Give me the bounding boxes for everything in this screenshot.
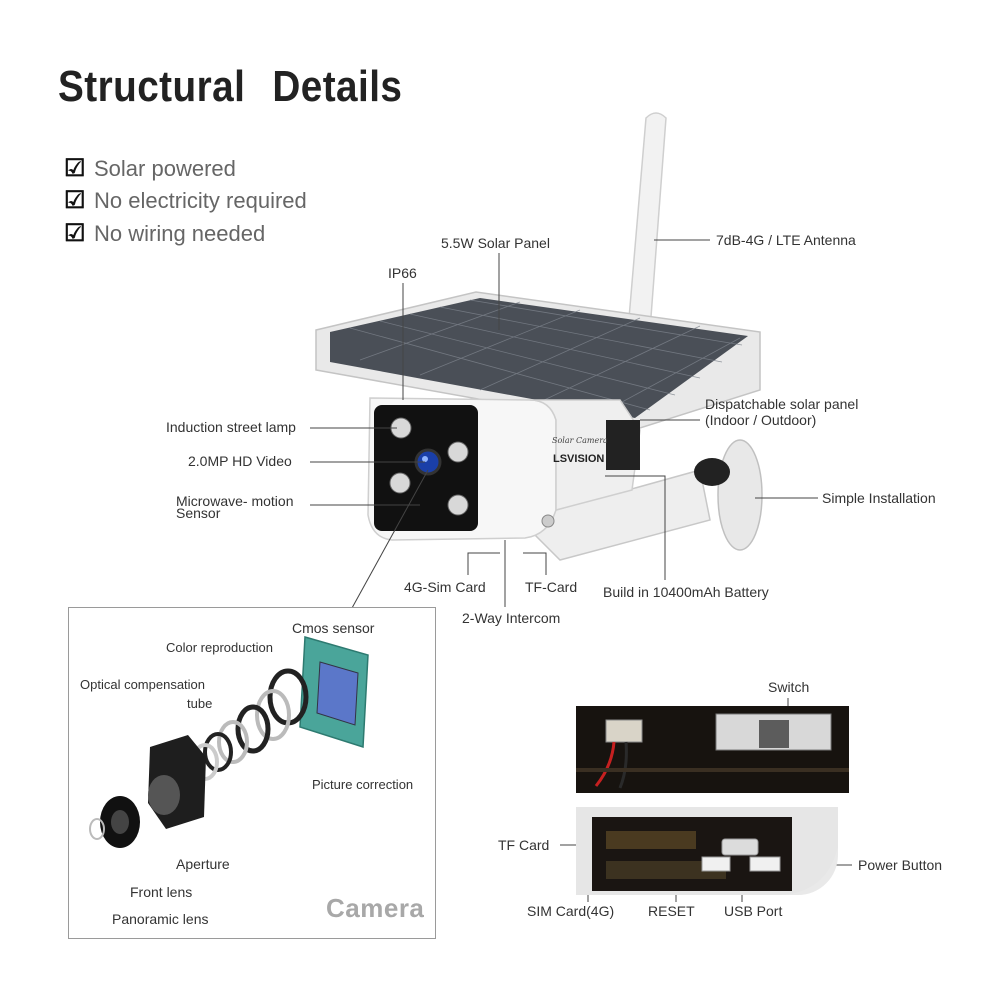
bracket-knob (694, 458, 730, 486)
label-sim-card: 4G-Sim Card (404, 579, 486, 595)
label-color-reproduction: Color reproduction (166, 640, 273, 655)
ports-board-drawing (576, 807, 838, 895)
usb-port-shape (721, 838, 759, 856)
aperture-hole (111, 810, 129, 834)
label-intercom: 2-Way Intercom (462, 610, 561, 626)
lens-ring (235, 704, 271, 754)
label-panoramic-lens: Panoramic lens (112, 911, 209, 927)
label-usb-port: USB Port (724, 903, 783, 919)
label-sim-card-slot: SIM Card(4G) (527, 903, 615, 919)
page-title: Structural Details (58, 62, 403, 111)
connector-shape (605, 719, 643, 743)
camera-module-panel (68, 607, 436, 939)
feature-item: ☑No wiring needed (64, 220, 266, 247)
camera-side-cap (606, 420, 640, 470)
lens-ring (255, 689, 291, 741)
lens-holder-hole (148, 775, 180, 815)
ports-board-photo (576, 807, 838, 895)
black-wire (618, 741, 628, 789)
feature-item: ☑No electricity required (64, 187, 307, 214)
label-induction-lamp: Induction street lamp (166, 419, 296, 435)
label-solar-panel: 5.5W Solar Panel (441, 235, 550, 251)
label-front-lens: Front lens (130, 884, 193, 900)
label-dispatchable-panel-line2: (Indoor / Outdoor) (705, 412, 817, 428)
antenna-shape (627, 112, 667, 331)
label-antenna: 7dB-4G / LTE Antenna (716, 232, 856, 248)
label-optical-compensation: Optical compensation (80, 677, 206, 692)
label-optical-compensation-line2: tube (187, 696, 213, 711)
label-battery: Build in 10400mAh Battery (603, 584, 769, 600)
checkbox-checked-icon: ☑ (64, 220, 86, 247)
label-aperture: Aperture (176, 856, 230, 872)
ir-led-icon (389, 472, 411, 494)
sim-card-slot (606, 861, 726, 879)
lens-ring (217, 720, 249, 764)
tf-card-slot (606, 831, 696, 849)
label-tf-card-slot: TF Card (498, 837, 550, 853)
power-button-shape (749, 856, 781, 872)
ir-led-icon (447, 494, 469, 516)
cmos-sensor-chip (316, 661, 359, 726)
label-microwave-sensor-line2: Sensor (176, 505, 221, 521)
checkbox-checked-icon: ☑ (64, 155, 86, 182)
label-switch: Switch (768, 679, 810, 695)
bracket-arm (518, 469, 711, 561)
red-wire (594, 741, 616, 787)
label-picture-correction: Picture correction (312, 777, 414, 792)
label-reset: RESET (648, 903, 695, 919)
lens-highlight (422, 456, 428, 462)
reset-button-shape (701, 856, 731, 872)
screw-icon (541, 514, 555, 528)
label-simple-installation: Simple Installation (822, 490, 936, 506)
camera-panel-caption: Camera (326, 893, 425, 923)
label-hd-video: 2.0MP HD Video (188, 453, 292, 469)
label-tf-card: TF-Card (525, 579, 578, 595)
switch-board-drawing (576, 706, 849, 793)
camera-brand-print: LSVISION (553, 453, 604, 465)
solar-panel-cells (330, 298, 748, 418)
label-ip66: IP66 (388, 265, 417, 281)
panoramic-lens-ring (89, 818, 105, 840)
camera-model-print: Solar Camera (552, 436, 608, 445)
label-power-button: Power Button (858, 857, 943, 873)
lens-ring (203, 732, 233, 772)
board-cavity (592, 817, 792, 891)
label-cmos-sensor: Cmos sensor (292, 620, 375, 636)
switch-board-photo (576, 706, 849, 793)
lens-exploded-diagram (89, 636, 369, 848)
label-dispatchable-panel: Dispatchable solar panel (705, 396, 859, 412)
ir-led-icon (447, 441, 469, 463)
label-microwave-sensor: Microwave- motion (176, 493, 294, 509)
checkbox-checked-icon: ☑ (64, 187, 86, 214)
solar-panel-grid (349, 299, 743, 415)
feature-item: ☑Solar powered (64, 155, 236, 182)
switch-toggle (759, 720, 789, 748)
